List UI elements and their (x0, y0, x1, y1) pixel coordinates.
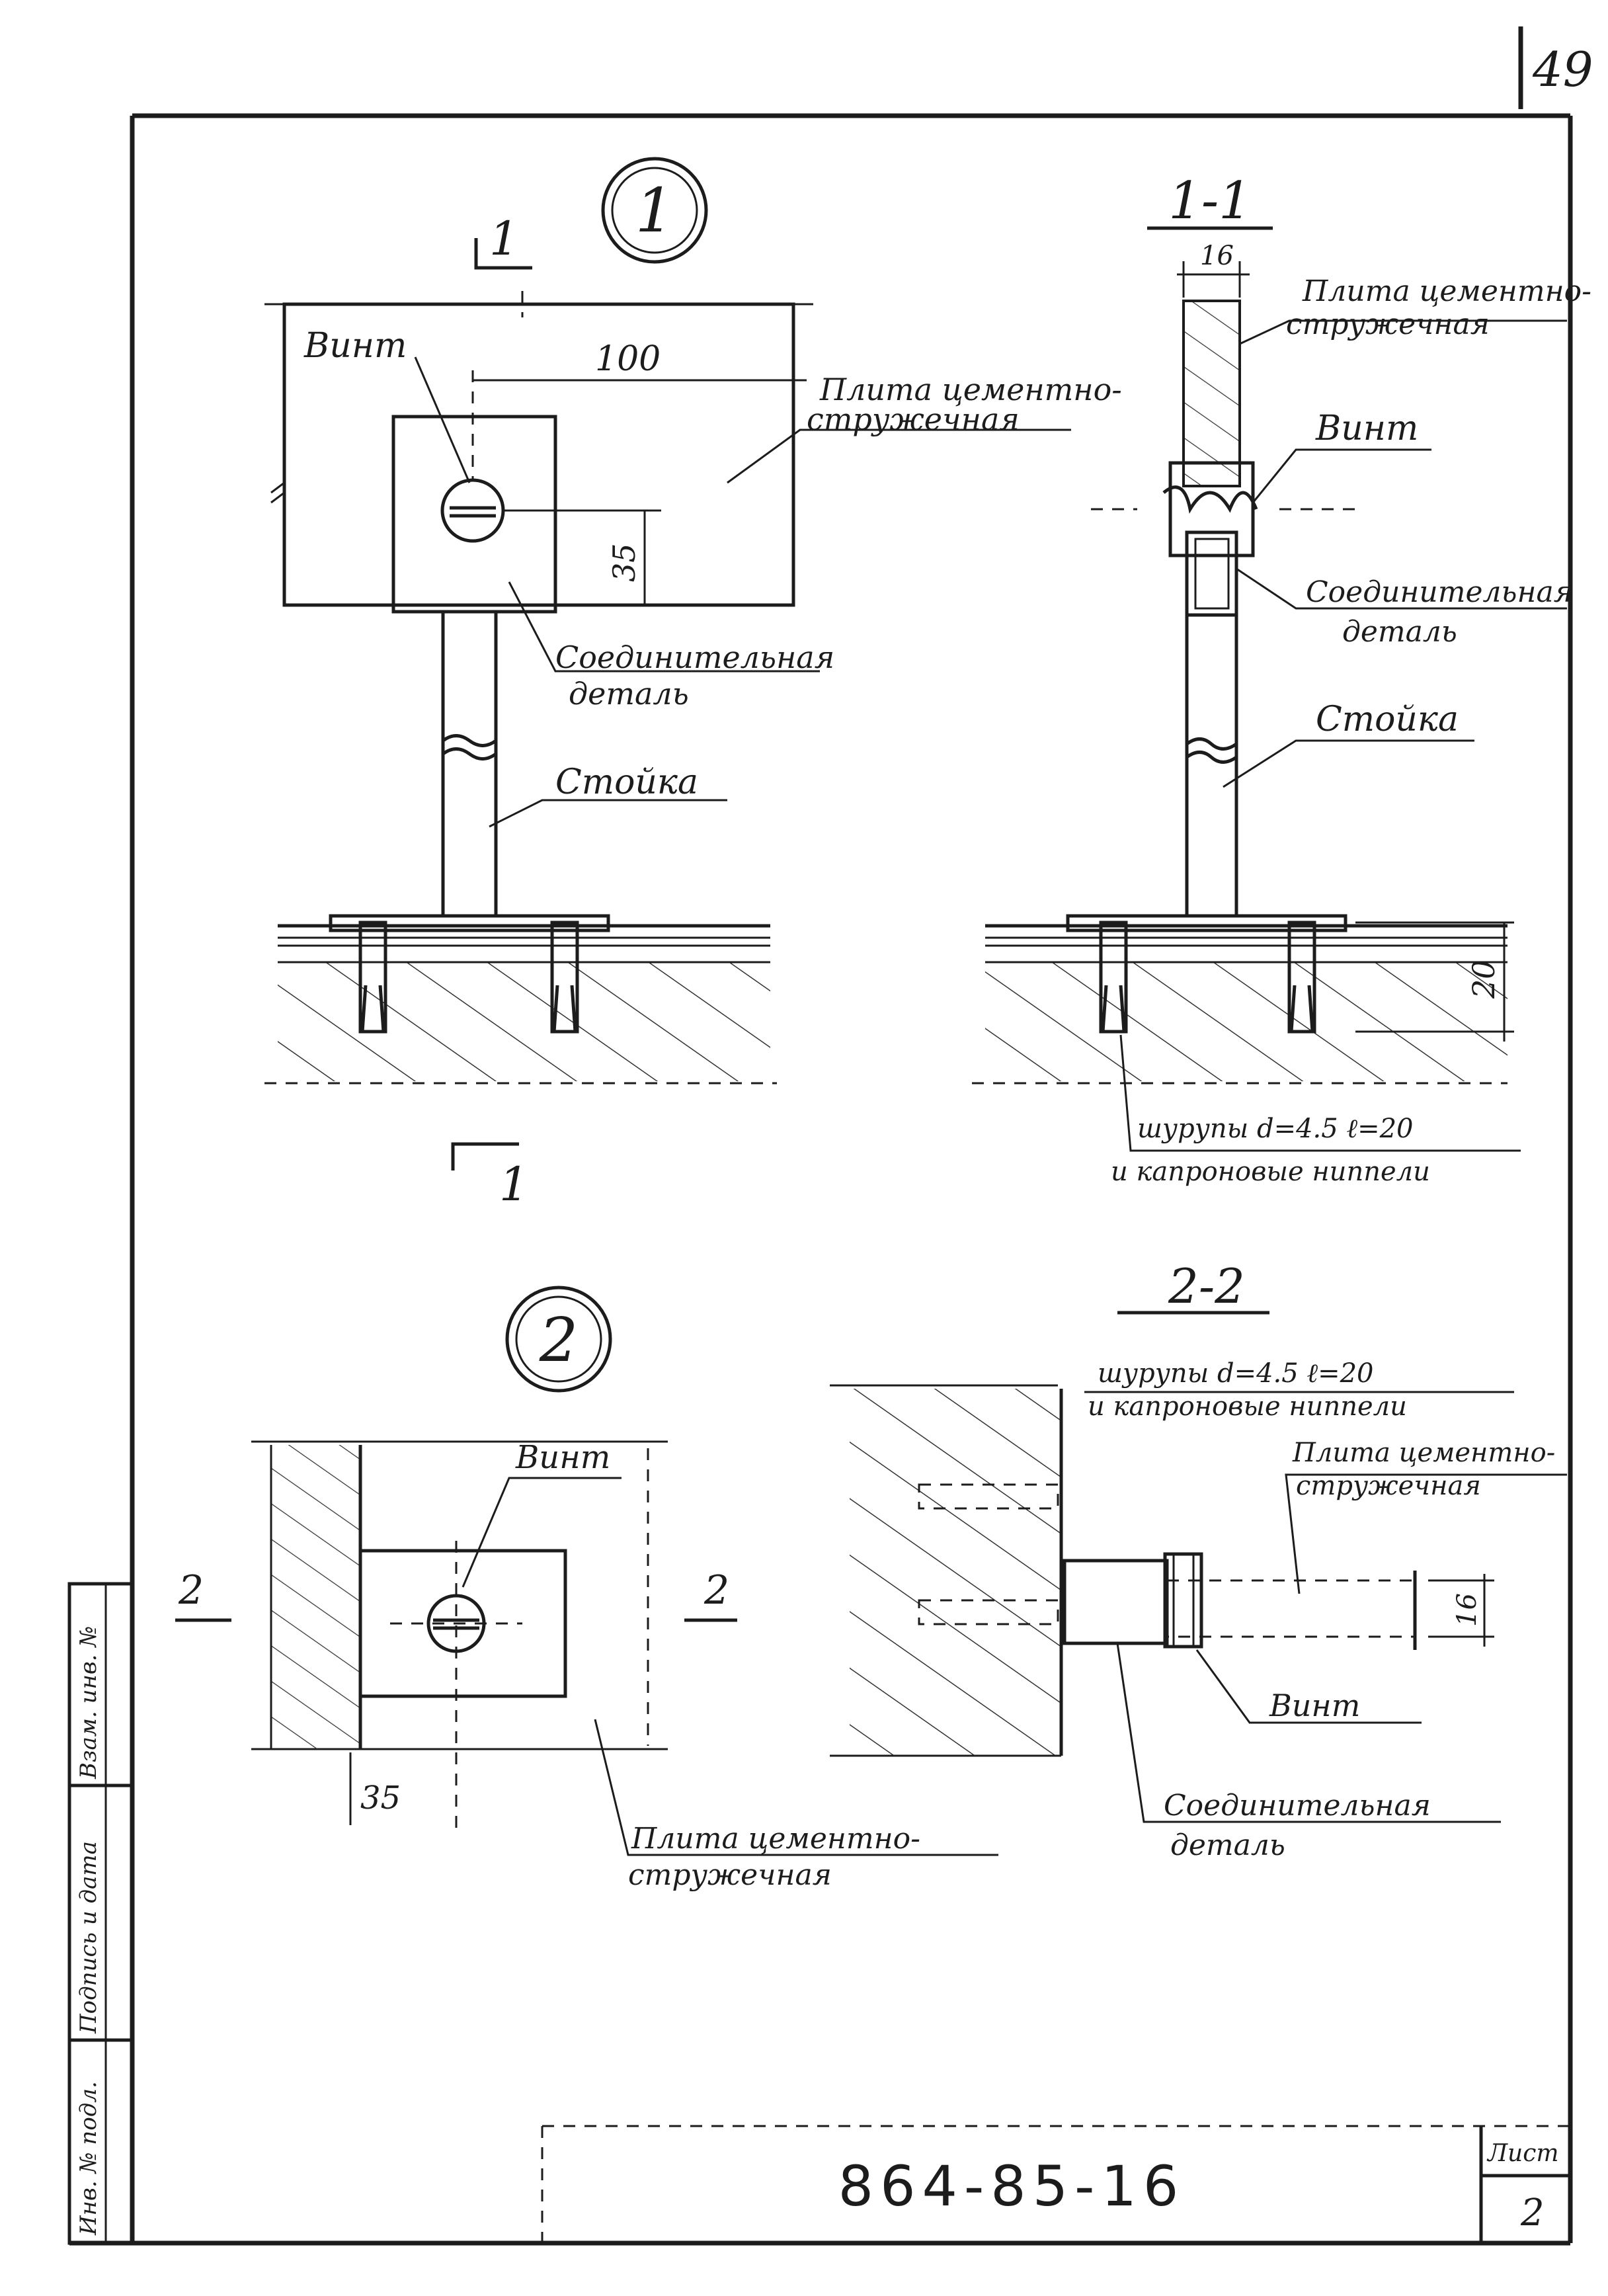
detail-1-cut-mark-top: 1 (489, 212, 519, 266)
section-2-2-label-anchor-1: шурупы d=4.5 ℓ=20 (1098, 1358, 1373, 1389)
section-1-1-label-screw: Винт (1315, 409, 1418, 448)
section-1-1-dim-20: 20 (1466, 960, 1502, 999)
section-1-1-slab (1182, 300, 1241, 487)
stamp-signature-date: Подпись и дата (75, 1841, 102, 2034)
section-1-1-label-anchor-2: и капроновые ниппели (1111, 1157, 1430, 1187)
detail-2-connector-plate (358, 1549, 567, 1698)
title-block: 864-85-16 Лист 2 (541, 2125, 1570, 2243)
detail-1-label-slab-1: Плита цементно- (819, 372, 1122, 407)
section-2-2-label-slab-2: стружечная (1296, 1471, 1481, 1501)
detail-1-dim-100: 100 (595, 339, 661, 379)
section-1-1-anchor-right (1287, 921, 1316, 1034)
detail-1-label-connector-1: Соединительная (555, 639, 834, 675)
detail-1-label-connector-2: деталь (569, 676, 689, 712)
side-stamp: Инв. № подл. Подпись и дата Взам. инв. № (67, 1582, 134, 2245)
section-2-2-nipple-upper (918, 1483, 1059, 1510)
stamp-replaces-inv: Взам. инв. № (75, 1626, 102, 1780)
section-1-1-label-connector-1: Соединительная (1306, 575, 1573, 609)
detail-2-cut-right: 2 (704, 1567, 729, 1614)
drawing-code: 864-85-16 (838, 2154, 1186, 2219)
section-2-2-screw (1163, 1552, 1203, 1649)
section-1-1: 1-1 16 20 (972, 171, 1591, 1187)
detail-2-label-slab-1: Плита цементно- (631, 1822, 920, 1856)
page-number-block: 49 (1518, 26, 1593, 109)
detail-1-concrete-base (278, 962, 770, 1081)
section-2-2-wall (850, 1389, 1061, 1756)
drawing-frame (69, 113, 1573, 2246)
detail-2-callout-number: 2 (539, 1305, 579, 1375)
detail-2-dim-35: 35 (360, 1780, 401, 1817)
sheet-number: 2 (1520, 2192, 1545, 2234)
section-2-2-label-screw: Винт (1269, 1688, 1360, 1723)
section-2-2-label-connector-1: Соединительная (1164, 1789, 1431, 1823)
sheet-label: Лист (1486, 2140, 1559, 2167)
detail-1-post (441, 610, 498, 918)
page-number: 49 (1532, 42, 1593, 97)
detail-1-callout-circle (601, 157, 708, 264)
detail-1-dim-35: 35 (606, 543, 642, 582)
section-2-2: 2-2 16 шурупы d=4.5 ℓ=20 и капроновые ни… (830, 1258, 1567, 1862)
section-1-1-title: 1-1 (1168, 171, 1252, 231)
detail-2-cut-left: 2 (178, 1567, 204, 1614)
section-2-2-label-slab-1: Плита цементно- (1292, 1438, 1555, 1468)
section-2-2-nipple-lower (918, 1599, 1059, 1625)
detail-1: 1 1 1 100 35 (264, 157, 1122, 1211)
detail-1-anchor-right (550, 921, 579, 1034)
section-1-1-post (1185, 613, 1238, 918)
detail-1-label-slab-2: стружечная (807, 401, 1020, 437)
section-1-1-label-connector-2: деталь (1342, 615, 1457, 649)
detail-2-label-slab-2: стружечная (628, 1858, 832, 1892)
section-2-2-connector (1063, 1559, 1169, 1645)
section-1-1-concrete-base (985, 962, 1508, 1081)
section-1-1-label-slab-1: Плита цементно- (1302, 274, 1591, 308)
section-2-2-dim-16: 16 (1452, 1593, 1482, 1627)
detail-2-wall (271, 1445, 360, 1749)
detail-2-label-screw: Винт (515, 1439, 610, 1476)
detail-2-callout-circle (505, 1286, 612, 1393)
section-2-2-label-connector-2: деталь (1170, 1828, 1285, 1862)
section-1-1-label-anchor-1: шурупы d=4.5 ℓ=20 (1137, 1114, 1413, 1144)
section-1-1-dim-16: 16 (1200, 241, 1234, 271)
detail-1-label-screw: Винт (303, 326, 407, 366)
section-2-2-label-anchor-2: и капроновые ниппели (1088, 1391, 1407, 1422)
section-2-2-slab (1166, 1579, 1416, 1638)
section-1-1-label-slab-2: стружечная (1286, 308, 1490, 341)
detail-2: 2 2 2 35 Винт Плита цементно- стружечная (175, 1286, 998, 1892)
section-1-1-label-post: Стойка (1316, 700, 1459, 739)
detail-1-cut-mark-bottom: 1 (499, 1157, 529, 1211)
detail-1-label-post: Стойка (555, 762, 698, 802)
detail-1-callout-number: 1 (635, 175, 674, 246)
detail-1-screw-head (440, 478, 505, 543)
section-2-2-title: 2-2 (1168, 1258, 1245, 1314)
section-1-1-anchor-left (1099, 921, 1128, 1034)
stamp-inv-original: Инв. № подл. (75, 2081, 102, 2236)
detail-1-anchor-left (358, 921, 387, 1034)
